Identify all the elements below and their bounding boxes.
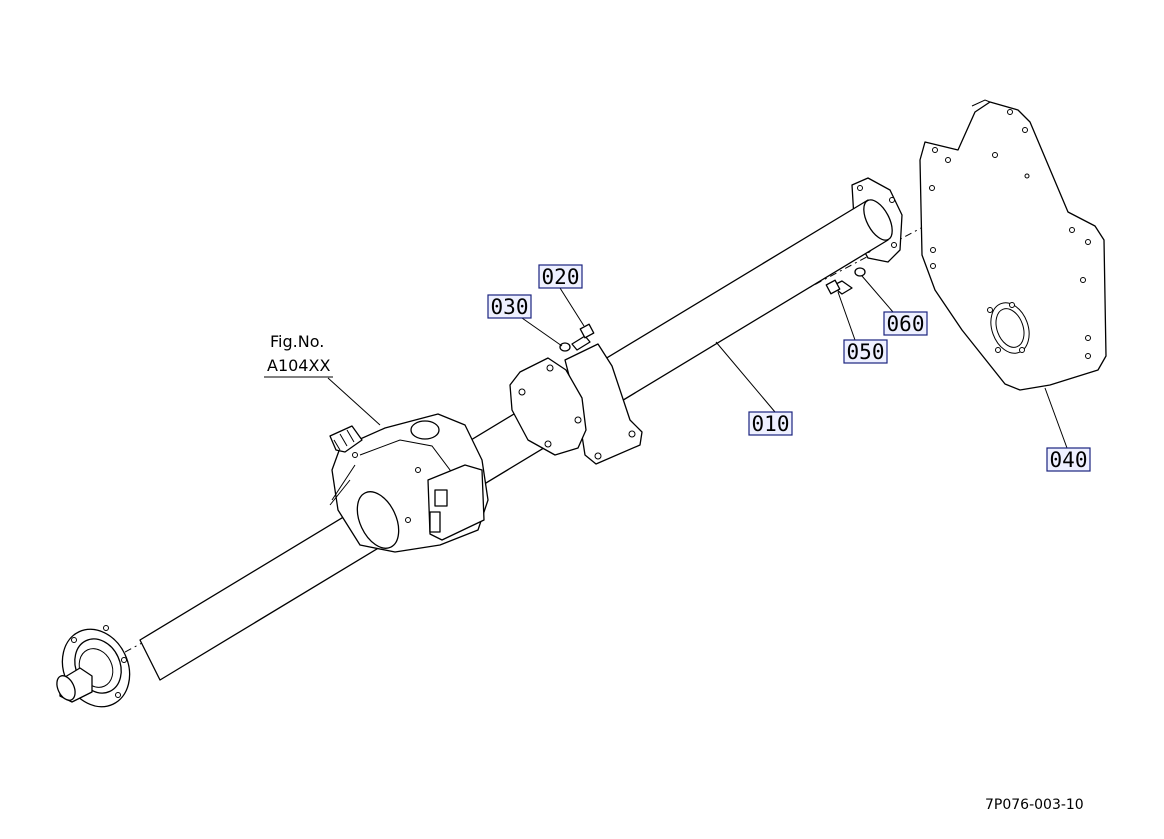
- leader-lines: [327, 275, 1068, 449]
- bolt-050: [825, 267, 866, 295]
- part-callout-030[interactable]: 030: [487, 294, 532, 319]
- part-label-060: 060: [887, 312, 925, 336]
- part-label-040: 040: [1050, 448, 1088, 472]
- fig-ref-label: Fig.No.: [270, 332, 324, 351]
- figure-reference: Fig.No. A104XX: [264, 332, 333, 378]
- part-callout-060[interactable]: 060: [883, 311, 928, 336]
- part-callout-010[interactable]: 010: [748, 411, 793, 436]
- mounting-plate: [919, 99, 1107, 391]
- part-label-030: 030: [491, 295, 529, 319]
- part-label-020: 020: [542, 265, 580, 289]
- drawing-code: 7P076-003-10: [985, 797, 1084, 813]
- part-callout-040[interactable]: 040: [1046, 447, 1091, 472]
- bearing-bracket: [509, 343, 643, 465]
- part-callout-050[interactable]: 050: [843, 339, 888, 364]
- part-label-010: 010: [752, 412, 790, 436]
- gearbox-housing: [329, 413, 489, 553]
- part-callout-020[interactable]: 020: [538, 264, 583, 289]
- bolt-020: [559, 323, 595, 352]
- part-label-050: 050: [847, 340, 885, 364]
- fig-ref-code: A104XX: [267, 356, 330, 375]
- left-end-flange: [56, 625, 131, 708]
- shaft-tube: [139, 199, 893, 681]
